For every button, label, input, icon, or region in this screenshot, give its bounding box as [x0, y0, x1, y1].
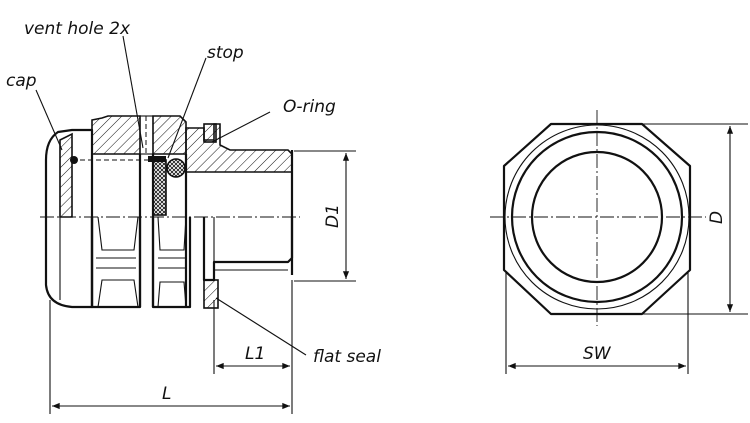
label-stop: stop [207, 43, 244, 63]
dim-l-label: L [162, 384, 171, 404]
stop-ring [148, 156, 166, 162]
cap-outline [44, 128, 94, 309]
nut-upper-section [152, 115, 187, 155]
body-upper-section [185, 123, 293, 173]
label-leaders [35, 35, 307, 356]
dimension-l [49, 300, 293, 414]
flat-seal-section [203, 279, 219, 309]
seal-insert [152, 159, 167, 216]
housing-upper-section [91, 115, 141, 155]
label-vent-hole: vent hole 2x [24, 19, 131, 39]
dim-d1-label: D1 [323, 204, 343, 228]
side-view [40, 115, 300, 309]
dim-sw-label: SW [583, 344, 612, 364]
o-ring-groove [203, 123, 217, 143]
dim-l1-label: L1 [245, 344, 265, 364]
dim-d-label: D [707, 211, 727, 224]
dimension-sw [505, 272, 689, 374]
dimension-d1 [294, 150, 356, 282]
o-ring-section [166, 158, 186, 178]
cap-wall-section [59, 132, 73, 218]
label-flat-seal: flat seal [313, 347, 381, 367]
dimension-l1 [213, 280, 293, 374]
front-view [490, 110, 706, 326]
label-cap: cap [6, 71, 37, 91]
dimension-d [600, 123, 748, 315]
label-o-ring: O-ring [283, 97, 336, 117]
